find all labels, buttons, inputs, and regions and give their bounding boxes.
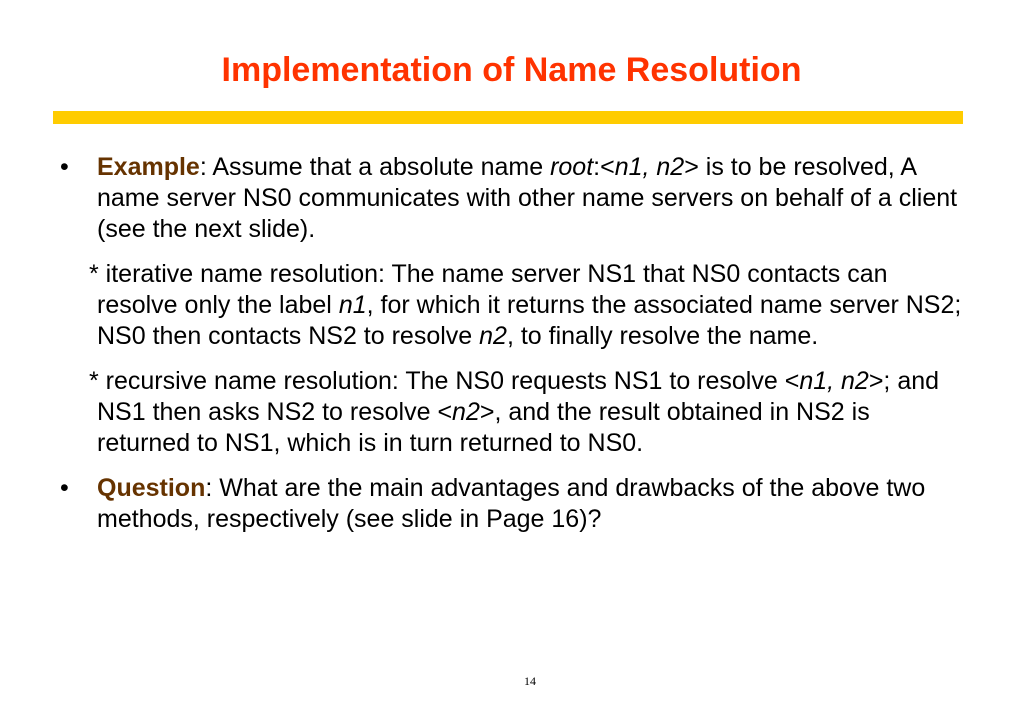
slide-content: • Example: Assume that a absolute name ro… [60,152,965,535]
recursive-n2-term: n2 [452,398,480,426]
bullet-icon: • [60,474,69,502]
iterative-text-3: , to finally resolve the name. [506,322,819,350]
bullet-icon: • [60,153,69,181]
iterative-n1-term: n1 [338,291,367,319]
slide-title: Implementation of Name Resolution [221,51,802,89]
example-text-2: :< [593,153,615,181]
example-n1n2-term: n1, n2 [614,153,685,181]
iterative-text-2: , for which it returns the associated na… [97,291,962,350]
example-label: Example [97,153,200,181]
recursive-text-2: >; and NS1 then asks NS2 to resolve < [97,367,940,426]
example-root-term: root [550,153,594,181]
iterative-resolution-paragraph: * iterative name resolution: The name se… [60,259,965,352]
iterative-n2-term: n2 [479,322,507,350]
example-text-3: > is to be resolved, A name server NS0 c… [97,153,958,243]
recursive-text-1: * recursive name resolution: The NS0 req… [89,367,800,395]
page-number: 14 [524,674,536,688]
question-label: Question [97,474,206,502]
title-underline-bar [53,111,963,124]
question-text: : What are the main advantages and drawb… [97,474,926,533]
recursive-text-3: >, and the result obtained in NS2 is ret… [97,398,870,457]
question-bullet: • Question: What are the main advantages … [60,473,965,535]
example-bullet: • Example: Assume that a absolute name ro… [60,152,965,245]
example-text-1: : Assume that a absolute name [199,153,551,181]
iterative-text-1: * iterative name resolution: The name se… [89,260,888,319]
recursive-resolution-paragraph: * recursive name resolution: The NS0 req… [60,366,965,459]
recursive-n1n2-term: n1, n2 [799,367,869,395]
